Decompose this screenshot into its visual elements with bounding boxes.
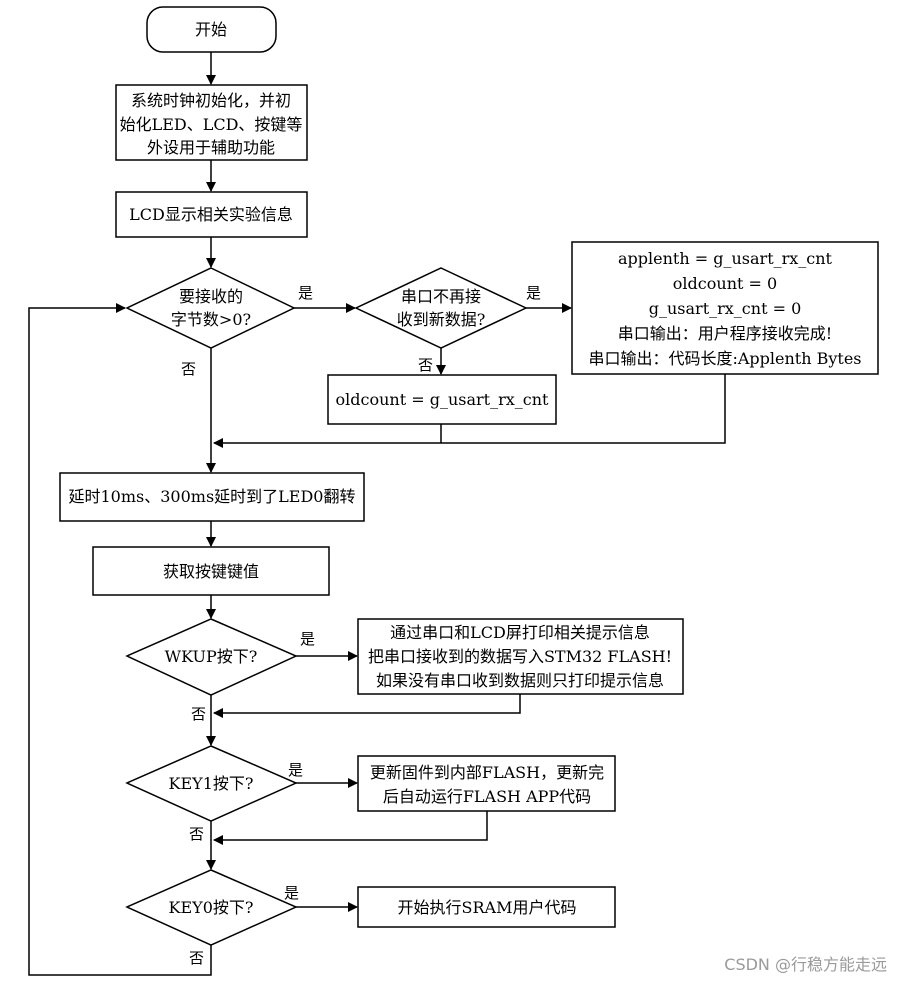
delay-box xyxy=(59,472,365,522)
init-line-3: 外设用于辅助功能 xyxy=(147,138,275,157)
key1-diamond xyxy=(125,745,298,822)
recv-diamond xyxy=(125,267,296,349)
wkup-yes-label: 是 xyxy=(300,630,315,648)
watermark: CSDN @行稳方能走远 xyxy=(724,955,887,974)
init-box xyxy=(115,84,308,161)
key1-action-line-1: 更新固件到内部FLASH，更新完 xyxy=(370,763,604,782)
recv-decision: 要接收的 字节数>0? xyxy=(125,267,296,349)
recv-line-1: 要接收的 xyxy=(179,287,243,306)
arrow-wkup-action-return xyxy=(213,694,521,718)
lcd-box xyxy=(115,191,308,238)
delay-node: 延时10ms、300ms延时到了LED0翻转 xyxy=(59,472,365,522)
key0-text: KEY0按下? xyxy=(169,898,254,917)
get-key-node: 获取按键键值 xyxy=(92,546,330,596)
key0-action-node: 开始执行SRAM用户代码 xyxy=(357,886,616,928)
wkup-no-label: 否 xyxy=(191,705,206,723)
arrow-key1-action-return xyxy=(213,811,488,845)
wkup-decision: WKUP按下? xyxy=(125,618,298,696)
branch-labels: 是 否 是 否 是 否 是 否 是 否 xyxy=(181,284,541,967)
connectors xyxy=(28,52,726,976)
key1-decision: KEY1按下? xyxy=(125,745,298,822)
serial-done-node: applenth = g_usart_rx_cnt oldcount = 0 g… xyxy=(571,241,879,375)
init-line-2: 始化LED、LCD、按键等 xyxy=(120,115,303,134)
arrow-serial-done-return xyxy=(213,374,726,448)
oldcount-node: oldcount = g_usart_rx_cnt xyxy=(327,374,557,425)
serial-done-line-1: applenth = g_usart_rx_cnt xyxy=(618,249,833,268)
key0-decision: KEY0按下? xyxy=(125,869,298,946)
key0-yes-label: 是 xyxy=(284,884,299,902)
key0-action-box xyxy=(357,886,616,928)
serial-done-box xyxy=(571,241,879,375)
key1-action-line-2: 后自动运行FLASH APP代码 xyxy=(383,787,591,806)
serial-line-2: 收到新数据? xyxy=(397,310,486,329)
serial-done-line-4: 串口输出：用户程序接收完成! xyxy=(618,324,832,343)
key1-no-label: 否 xyxy=(189,825,204,843)
init-line-1: 系统时钟初始化，并初 xyxy=(131,91,291,110)
delay-text: 延时10ms、300ms延时到了LED0翻转 xyxy=(69,487,356,506)
lcd-text: LCD显示相关实验信息 xyxy=(129,205,293,224)
serial-no-label: 否 xyxy=(418,356,433,374)
serial-yes-label: 是 xyxy=(526,284,541,302)
lcd-node: LCD显示相关实验信息 xyxy=(115,191,308,238)
serial-done-line-2: oldcount = 0 xyxy=(673,274,777,293)
key1-yes-label: 是 xyxy=(288,761,303,779)
wkup-action-line-1: 通过串口和LCD屏打印相关提示信息 xyxy=(390,623,650,642)
wkup-action-line-2: 把串口接收到的数据写入STM32 FLASH! xyxy=(368,647,672,666)
recv-line-2: 字节数>0? xyxy=(171,310,251,329)
serial-line-1: 串口不再接 xyxy=(401,287,481,306)
wkup-diamond xyxy=(125,618,298,696)
recv-yes-label: 是 xyxy=(298,284,313,302)
serial-done-line-3: g_usart_rx_cnt = 0 xyxy=(649,299,802,318)
start-node: 开始 xyxy=(146,6,277,53)
start-text: 开始 xyxy=(195,20,227,39)
recv-no-label: 否 xyxy=(181,360,196,378)
serial-diamond xyxy=(354,267,528,349)
wkup-action-line-3: 如果没有串口收到数据则只打印提示信息 xyxy=(376,671,664,690)
get-key-box xyxy=(92,546,330,596)
key1-action-node: 更新固件到内部FLASH，更新完 后自动运行FLASH APP代码 xyxy=(357,755,616,812)
arrow-loop-back xyxy=(28,303,212,976)
key1-text: KEY1按下? xyxy=(169,774,254,793)
wkup-action-node: 通过串口和LCD屏打印相关提示信息 把串口接收到的数据写入STM32 FLASH… xyxy=(357,618,684,695)
oldcount-box xyxy=(327,374,557,425)
init-node: 系统时钟初始化，并初 始化LED、LCD、按键等 外设用于辅助功能 xyxy=(115,84,308,161)
key1-action-box xyxy=(357,755,616,812)
oldcount-text: oldcount = g_usart_rx_cnt xyxy=(336,390,550,409)
start-terminal xyxy=(146,6,277,53)
wkup-action-box xyxy=(357,618,684,695)
key0-no-label: 否 xyxy=(189,949,204,967)
key0-diamond xyxy=(125,869,298,946)
get-key-text: 获取按键键值 xyxy=(163,562,259,581)
key0-action-text: 开始执行SRAM用户代码 xyxy=(398,898,577,917)
serial-done-line-5: 串口输出：代码长度:Applenth Bytes xyxy=(588,349,861,368)
serial-decision: 串口不再接 收到新数据? xyxy=(354,267,528,349)
wkup-text: WKUP按下? xyxy=(165,647,258,666)
